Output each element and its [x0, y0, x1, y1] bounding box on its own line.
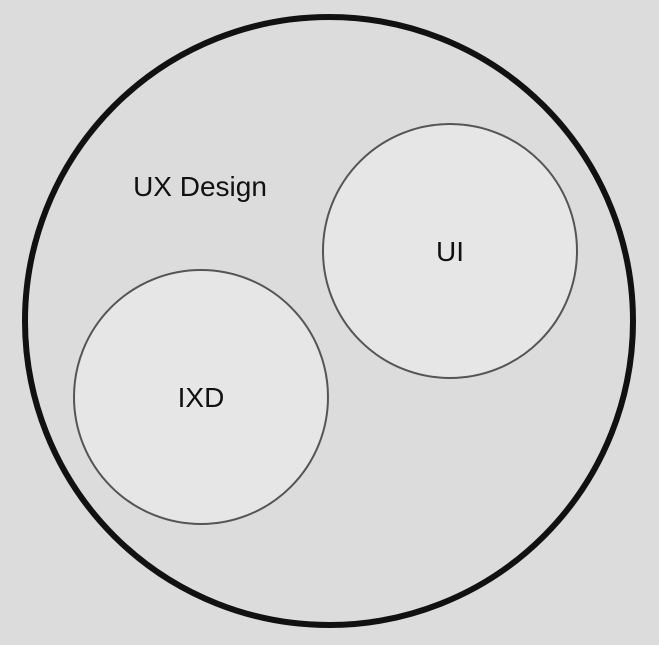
ui-circle	[322, 123, 578, 379]
ixd-circle	[73, 269, 329, 525]
ixd-label: IXD	[178, 382, 225, 413]
ux-design-label: UX Design	[133, 171, 267, 202]
ui-label: UI	[436, 236, 464, 267]
